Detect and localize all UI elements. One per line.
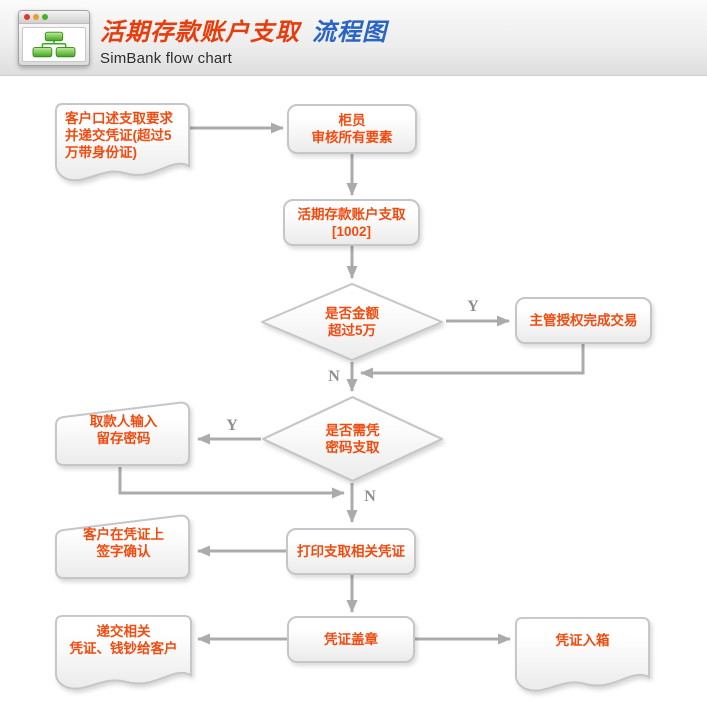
node-text-line: 超过5万 (327, 323, 376, 338)
page-title-main: 活期存款账户支取 (100, 19, 300, 46)
window-close-dot-icon (24, 14, 30, 20)
decision-diamond-shape (261, 396, 444, 482)
node-text-line: 活期存款账户支取 (297, 206, 406, 222)
icon-window-body (22, 27, 86, 62)
node-customer-sign: 客户在凭证上 签字确认 (55, 514, 192, 580)
node-text-line: 密码支取 (325, 440, 380, 455)
node-text-line: 留存密码 (96, 431, 151, 446)
document-shape (515, 617, 650, 692)
node-supervisor-auth: 主管授权完成交易 (515, 297, 652, 344)
node-text-line: 是否金额 (325, 306, 379, 321)
page-title: 活期存款账户支取流程图 (100, 12, 387, 47)
flow-connectors (118, 122, 585, 645)
node-text-line: 客户口述支取要求 (65, 111, 173, 126)
page-subtitle: SimBank flow chart (100, 50, 232, 67)
node-text-line: 并递交凭证(超过5 (65, 128, 172, 143)
node-voucher-to-box: 凭证入箱 (515, 617, 650, 697)
node-text-line: 签字确认 (96, 544, 151, 559)
branch-label-amount-no: N (328, 368, 340, 385)
node-stamp-voucher: 凭证盖章 (287, 616, 415, 663)
node-customer-request: 客户口述支取要求 并递交凭证(超过5 万带身份证) (55, 103, 190, 187)
node-text-line: 凭证入箱 (555, 633, 610, 648)
node-text-line: 客户在凭证上 (83, 527, 164, 542)
node-text-line: 柜员 (338, 113, 366, 128)
node-text-line: 是否需凭 (325, 423, 380, 438)
node-text-line: 凭证、钱钞给客户 (69, 641, 178, 656)
header: 活期存款账户支取流程图 SimBank flow chart (0, 0, 707, 76)
node-password-check-decision: 是否需凭 密码支取 (259, 395, 446, 483)
node-text-line: 递交相关 (96, 624, 151, 639)
node-print-voucher: 打印支取相关凭证 (286, 528, 416, 575)
decision-diamond-shape (261, 282, 443, 362)
arrow-enter-password-return (118, 467, 345, 499)
window-zoom-dot-icon (42, 14, 48, 20)
node-withdraw-1002: 活期存款账户支取 [1002] (283, 199, 420, 246)
node-text-line: 主管授权完成交易 (529, 313, 638, 328)
page-title-accent: 流程图 (312, 19, 387, 46)
node-text-line: 审核所有要素 (311, 130, 393, 145)
node-text-line: 打印支取相关凭证 (297, 544, 405, 559)
document-shape (55, 103, 190, 182)
branch-label-password-no: N (364, 488, 376, 505)
title-block: 活期存款账户支取流程图 SimBank flow chart (100, 12, 387, 67)
manual-input-shape (55, 401, 191, 466)
icon-window-titlebar (19, 11, 89, 24)
org-chart-icon (32, 31, 76, 58)
node-text-line: [1002] (331, 223, 372, 239)
document-shape (55, 615, 192, 690)
node-teller-review: 柜员 审核所有要素 (287, 104, 417, 154)
node-text-line: 万带身份证) (65, 145, 137, 160)
manual-input-shape (55, 514, 191, 579)
window-minimize-dot-icon (33, 14, 39, 20)
node-deliver-to-customer: 递交相关 凭证、钱钞给客户 (55, 615, 192, 695)
node-amount-check-decision: 是否金额 超过5万 (258, 282, 446, 362)
node-enter-password: 取款人输入 留存密码 (55, 401, 192, 467)
node-text-line: 取款人输入 (89, 414, 158, 429)
node-text-line: 凭证盖章 (324, 632, 378, 647)
flowchart-app-icon (18, 10, 90, 66)
arrow-supervisor-return (360, 344, 585, 379)
branch-label-password-yes: Y (226, 417, 238, 434)
flowchart-canvas: 客户口述支取要求 并递交凭证(超过5 万带身份证) 柜员 审核所有要素 活期存款… (0, 76, 707, 724)
branch-label-amount-yes: Y (467, 298, 479, 315)
